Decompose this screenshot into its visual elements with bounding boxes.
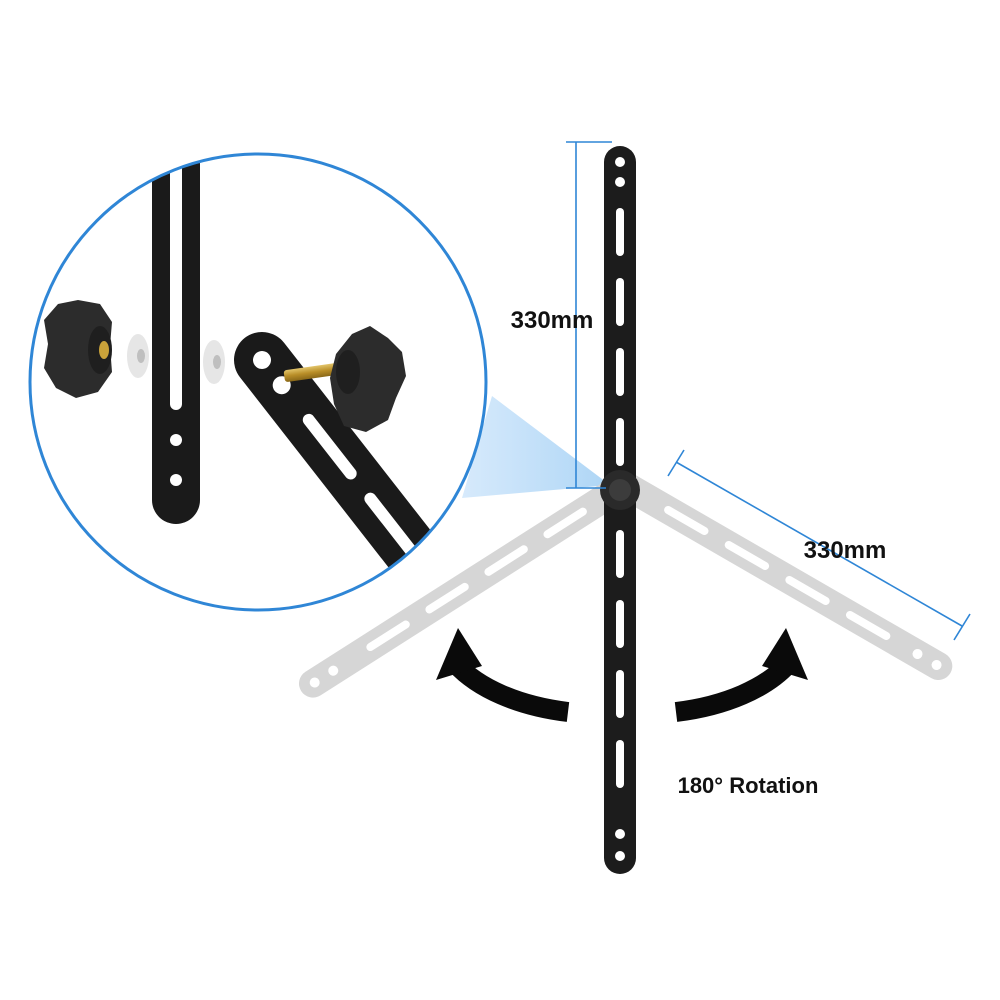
zoom-angled-strap [233,332,453,597]
brass-screw [283,362,347,382]
ghost-bracket-left [299,474,634,698]
ghost-bracket-right [616,474,953,680]
curved-arrow-right-icon [674,628,808,722]
vertical-dimension-line [566,141,612,489]
zoom-callout-wedge [462,396,610,498]
vertical-dimension-label: 330mm [511,307,594,334]
diagonal-dimension-label: 330mm [804,537,887,564]
diagonal-dimension-line [667,449,971,641]
zoom-vertical-strap [152,154,200,524]
star-knob-icon [44,300,112,398]
rotation-label: 180° Rotation [678,773,819,798]
pivot-knob-icon [600,470,640,510]
washer-right [203,340,225,384]
curved-arrow-left-icon [436,628,570,722]
washer-left [127,334,149,378]
star-knob-icon [330,326,406,432]
zoom-detail [44,154,453,597]
zoom-circle [28,152,488,612]
